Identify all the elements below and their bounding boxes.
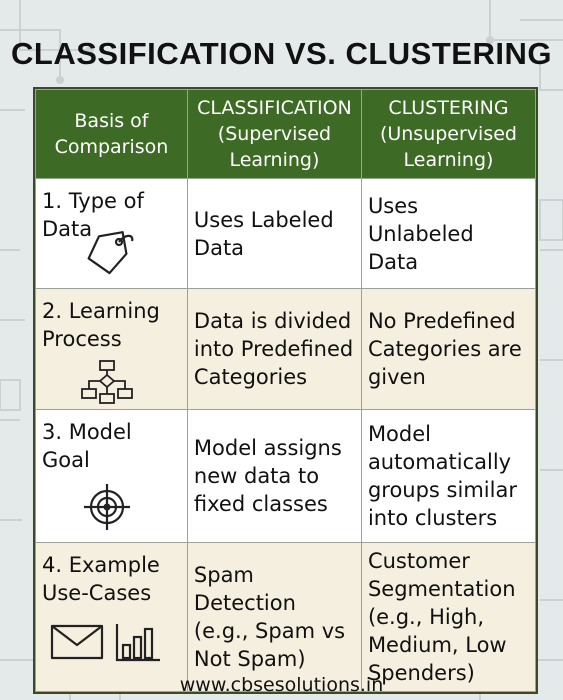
header-classification: CLASSIFICATION (Supervised Learning) <box>186 89 362 179</box>
clustering-cell: Customer Segmentation (e.g., High, Mediu… <box>360 542 537 692</box>
table-row: 4. Example Use-Cases <box>35 542 537 692</box>
table-row: 3. Model Goal Model assigns new data to <box>35 409 537 543</box>
classification-cell: Data is divided into Predefined Categori… <box>186 288 362 410</box>
table-row: 2. Learning Process <box>35 288 537 410</box>
envelope-icon <box>50 624 104 660</box>
header-classification-title: CLASSIFICATION <box>197 97 352 119</box>
comparison-table: Basis of Comparison CLASSIFICATION (Supe… <box>33 87 538 694</box>
page-title: CLASSIFICATION VS. CLUSTERING <box>11 36 552 71</box>
header-clustering: CLUSTERING (Unsupervised Learning) <box>360 89 537 179</box>
clustering-cell: No Predefined Categories are given <box>360 288 537 410</box>
basis-label: 2. Learning Process <box>42 299 160 351</box>
table-row: 1. Type of Data Uses Labeled Data Uses U… <box>35 178 537 289</box>
website-footer: www.cbsesolutions.in <box>179 674 384 696</box>
header-clustering-title: CLUSTERING <box>388 97 509 119</box>
header-classification-subtitle: (Supervised Learning) <box>217 123 332 171</box>
basis-label: 3. Model Goal <box>42 420 132 472</box>
classification-cell: Spam Detection (e.g., Spam vs Not Spam) <box>186 542 362 692</box>
header-row: Basis of Comparison CLASSIFICATION (Supe… <box>35 89 537 179</box>
basis-cell: 3. Model Goal <box>35 409 188 543</box>
basis-cell: 1. Type of Data <box>35 178 188 289</box>
clustering-cell: Model automatically groups similar into … <box>360 409 537 543</box>
classification-cell: Model assigns new data to fixed classes <box>186 409 362 543</box>
header-basis-label: Basis of Comparison <box>54 110 169 158</box>
price-tag-icon <box>87 231 134 275</box>
basis-label: 1. Type of Data <box>42 189 144 241</box>
target-icon <box>84 484 130 530</box>
basis-label: 4. Example Use-Cases <box>42 553 160 605</box>
classification-cell: Uses Labeled Data <box>186 178 362 289</box>
basis-cell: 4. Example Use-Cases <box>35 542 188 692</box>
bar-chart-icon <box>115 624 160 662</box>
clustering-cell: Uses Unlabeled Data <box>360 178 537 289</box>
flowchart-icon <box>81 360 133 404</box>
basis-cell: 2. Learning Process <box>35 288 188 410</box>
header-clustering-subtitle: (Unsupervised Learning) <box>379 123 517 171</box>
header-basis: Basis of Comparison <box>35 89 188 179</box>
